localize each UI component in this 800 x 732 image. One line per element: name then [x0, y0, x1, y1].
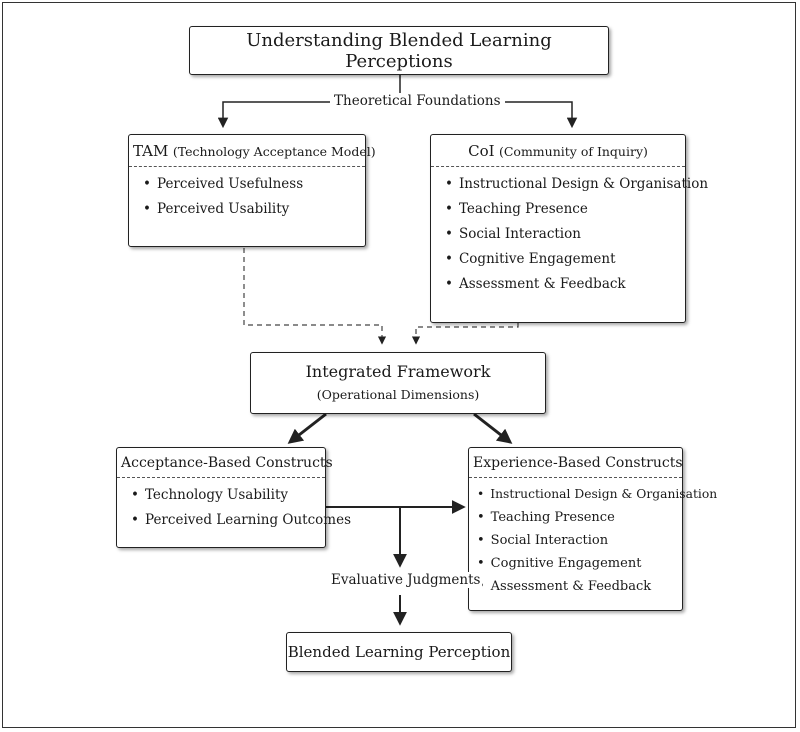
arrow-integrated-experience: [473, 412, 513, 444]
dashed-arrow-tam-integrated: [243, 248, 387, 345]
dashed-arrow-coi-integrated: [411, 323, 519, 345]
experience-header: Experience-Based Constructs: [469, 448, 683, 478]
coi-list: Instructional Design & Organisation Teac…: [431, 167, 708, 297]
list-item: Instructional Design & Organisation: [445, 172, 708, 197]
tam-header: TAM (Technology Acceptance Model): [129, 135, 376, 167]
acceptance-box: Acceptance-Based Constructs Technology U…: [116, 447, 351, 548]
coi-full: (Community of Inquiry): [498, 144, 648, 159]
coi-abbr: CoI: [468, 142, 495, 160]
list-item: Perceived Learning Outcomes: [131, 508, 351, 533]
experience-box: Experience-Based Constructs Instructiona…: [468, 447, 717, 611]
list-item: Social Interaction: [477, 529, 682, 552]
coi-header: CoI (Community of Inquiry): [431, 135, 685, 167]
list-item: Instructional Design & Organisation: [477, 483, 717, 506]
result-text: Blended Learning Perception: [287, 643, 511, 661]
list-item: Cognitive Engagement: [477, 552, 682, 575]
arrow-to-tam: [217, 101, 330, 129]
coi-box: CoI (Community of Inquiry) Instructional…: [430, 134, 708, 323]
list-item: Perceived Usability: [143, 197, 365, 222]
theoretical-foundations-label: Theoretical Foundations: [330, 93, 505, 109]
experience-list: Instructional Design & Organisation Teac…: [469, 478, 717, 598]
tam-box: TAM (Technology Acceptance Model) Percei…: [128, 134, 376, 247]
arrow-integrated-acceptance: [287, 412, 327, 444]
list-item: Teaching Presence: [477, 506, 682, 529]
list-item: Teaching Presence: [445, 197, 685, 222]
page-title: Understanding Blended Learning Perceptio…: [189, 26, 609, 75]
integrated-subtitle: (Operational Dimensions): [316, 387, 480, 402]
integrated-framework-box: Integrated Framework (Operational Dimens…: [250, 352, 546, 414]
list-item: Cognitive Engagement: [445, 247, 685, 272]
list-item: Technology Usability: [131, 483, 325, 508]
integrated-title: Integrated Framework: [305, 362, 491, 381]
list-item: Assessment & Feedback: [445, 272, 685, 297]
acceptance-list: Technology Usability Perceived Learning …: [117, 478, 351, 533]
result-box: Blended Learning Perception: [286, 632, 512, 672]
evaluative-judgments-label: Evaluative Judgments: [329, 572, 483, 588]
list-item: Social Interaction: [445, 222, 685, 247]
tam-list: Perceived Usefulness Perceived Usability: [129, 167, 365, 222]
acceptance-header: Acceptance-Based Constructs: [117, 448, 333, 478]
list-item: Perceived Usefulness: [143, 172, 365, 197]
tam-full: (Technology Acceptance Model): [172, 144, 376, 159]
list-item: Assessment & Feedback: [477, 575, 682, 598]
page-title-text: Understanding Blended Learning Perceptio…: [246, 29, 552, 72]
tam-abbr: TAM: [133, 142, 169, 160]
